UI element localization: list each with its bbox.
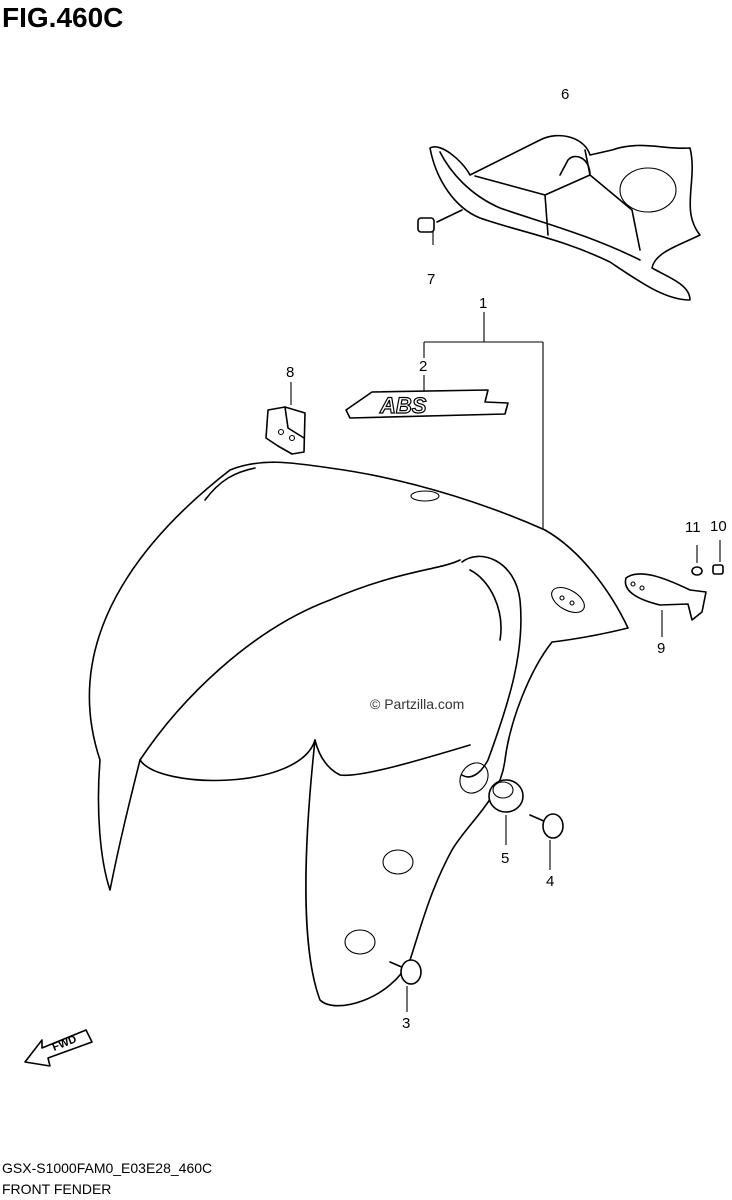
callout-5: 5 <box>501 850 510 867</box>
part-6-inner-cover[interactable] <box>429 134 701 301</box>
callout-2: 2 <box>419 358 428 375</box>
fwd-arrow-icon: FWD <box>24 1029 93 1067</box>
part-1-front-fender[interactable] <box>88 461 629 1007</box>
callout-8: 8 <box>286 364 295 381</box>
callout-9: 9 <box>657 640 666 657</box>
part-11-washer[interactable] <box>691 545 703 576</box>
leader-1 <box>423 312 544 530</box>
part-10-screw[interactable] <box>712 540 724 575</box>
part-7-screw[interactable] <box>417 209 463 245</box>
part-5-grommet[interactable] <box>488 779 524 845</box>
callout-6: 6 <box>561 86 570 103</box>
callout-7: 7 <box>427 271 436 288</box>
figure-name: FRONT FENDER <box>2 1181 112 1197</box>
watermark: © Partzilla.com <box>370 696 465 712</box>
part-3-bolt[interactable] <box>389 959 422 1012</box>
callout-4: 4 <box>546 873 555 890</box>
part-9-bracket[interactable] <box>624 573 707 637</box>
callout-10: 10 <box>710 518 727 535</box>
part-8-clip[interactable] <box>265 382 306 455</box>
part-2-abs-decal[interactable]: ABS <box>345 375 509 419</box>
decal-abs-text: ABS <box>379 393 427 418</box>
callout-3: 3 <box>402 1015 411 1032</box>
figure-title: FIG.460C <box>2 2 124 33</box>
part-4-bolt[interactable] <box>529 813 564 870</box>
callout-1: 1 <box>479 295 488 312</box>
figure-code: GSX-S1000FAM0_E03E28_460C <box>2 1160 213 1176</box>
callout-11: 11 <box>685 519 701 536</box>
